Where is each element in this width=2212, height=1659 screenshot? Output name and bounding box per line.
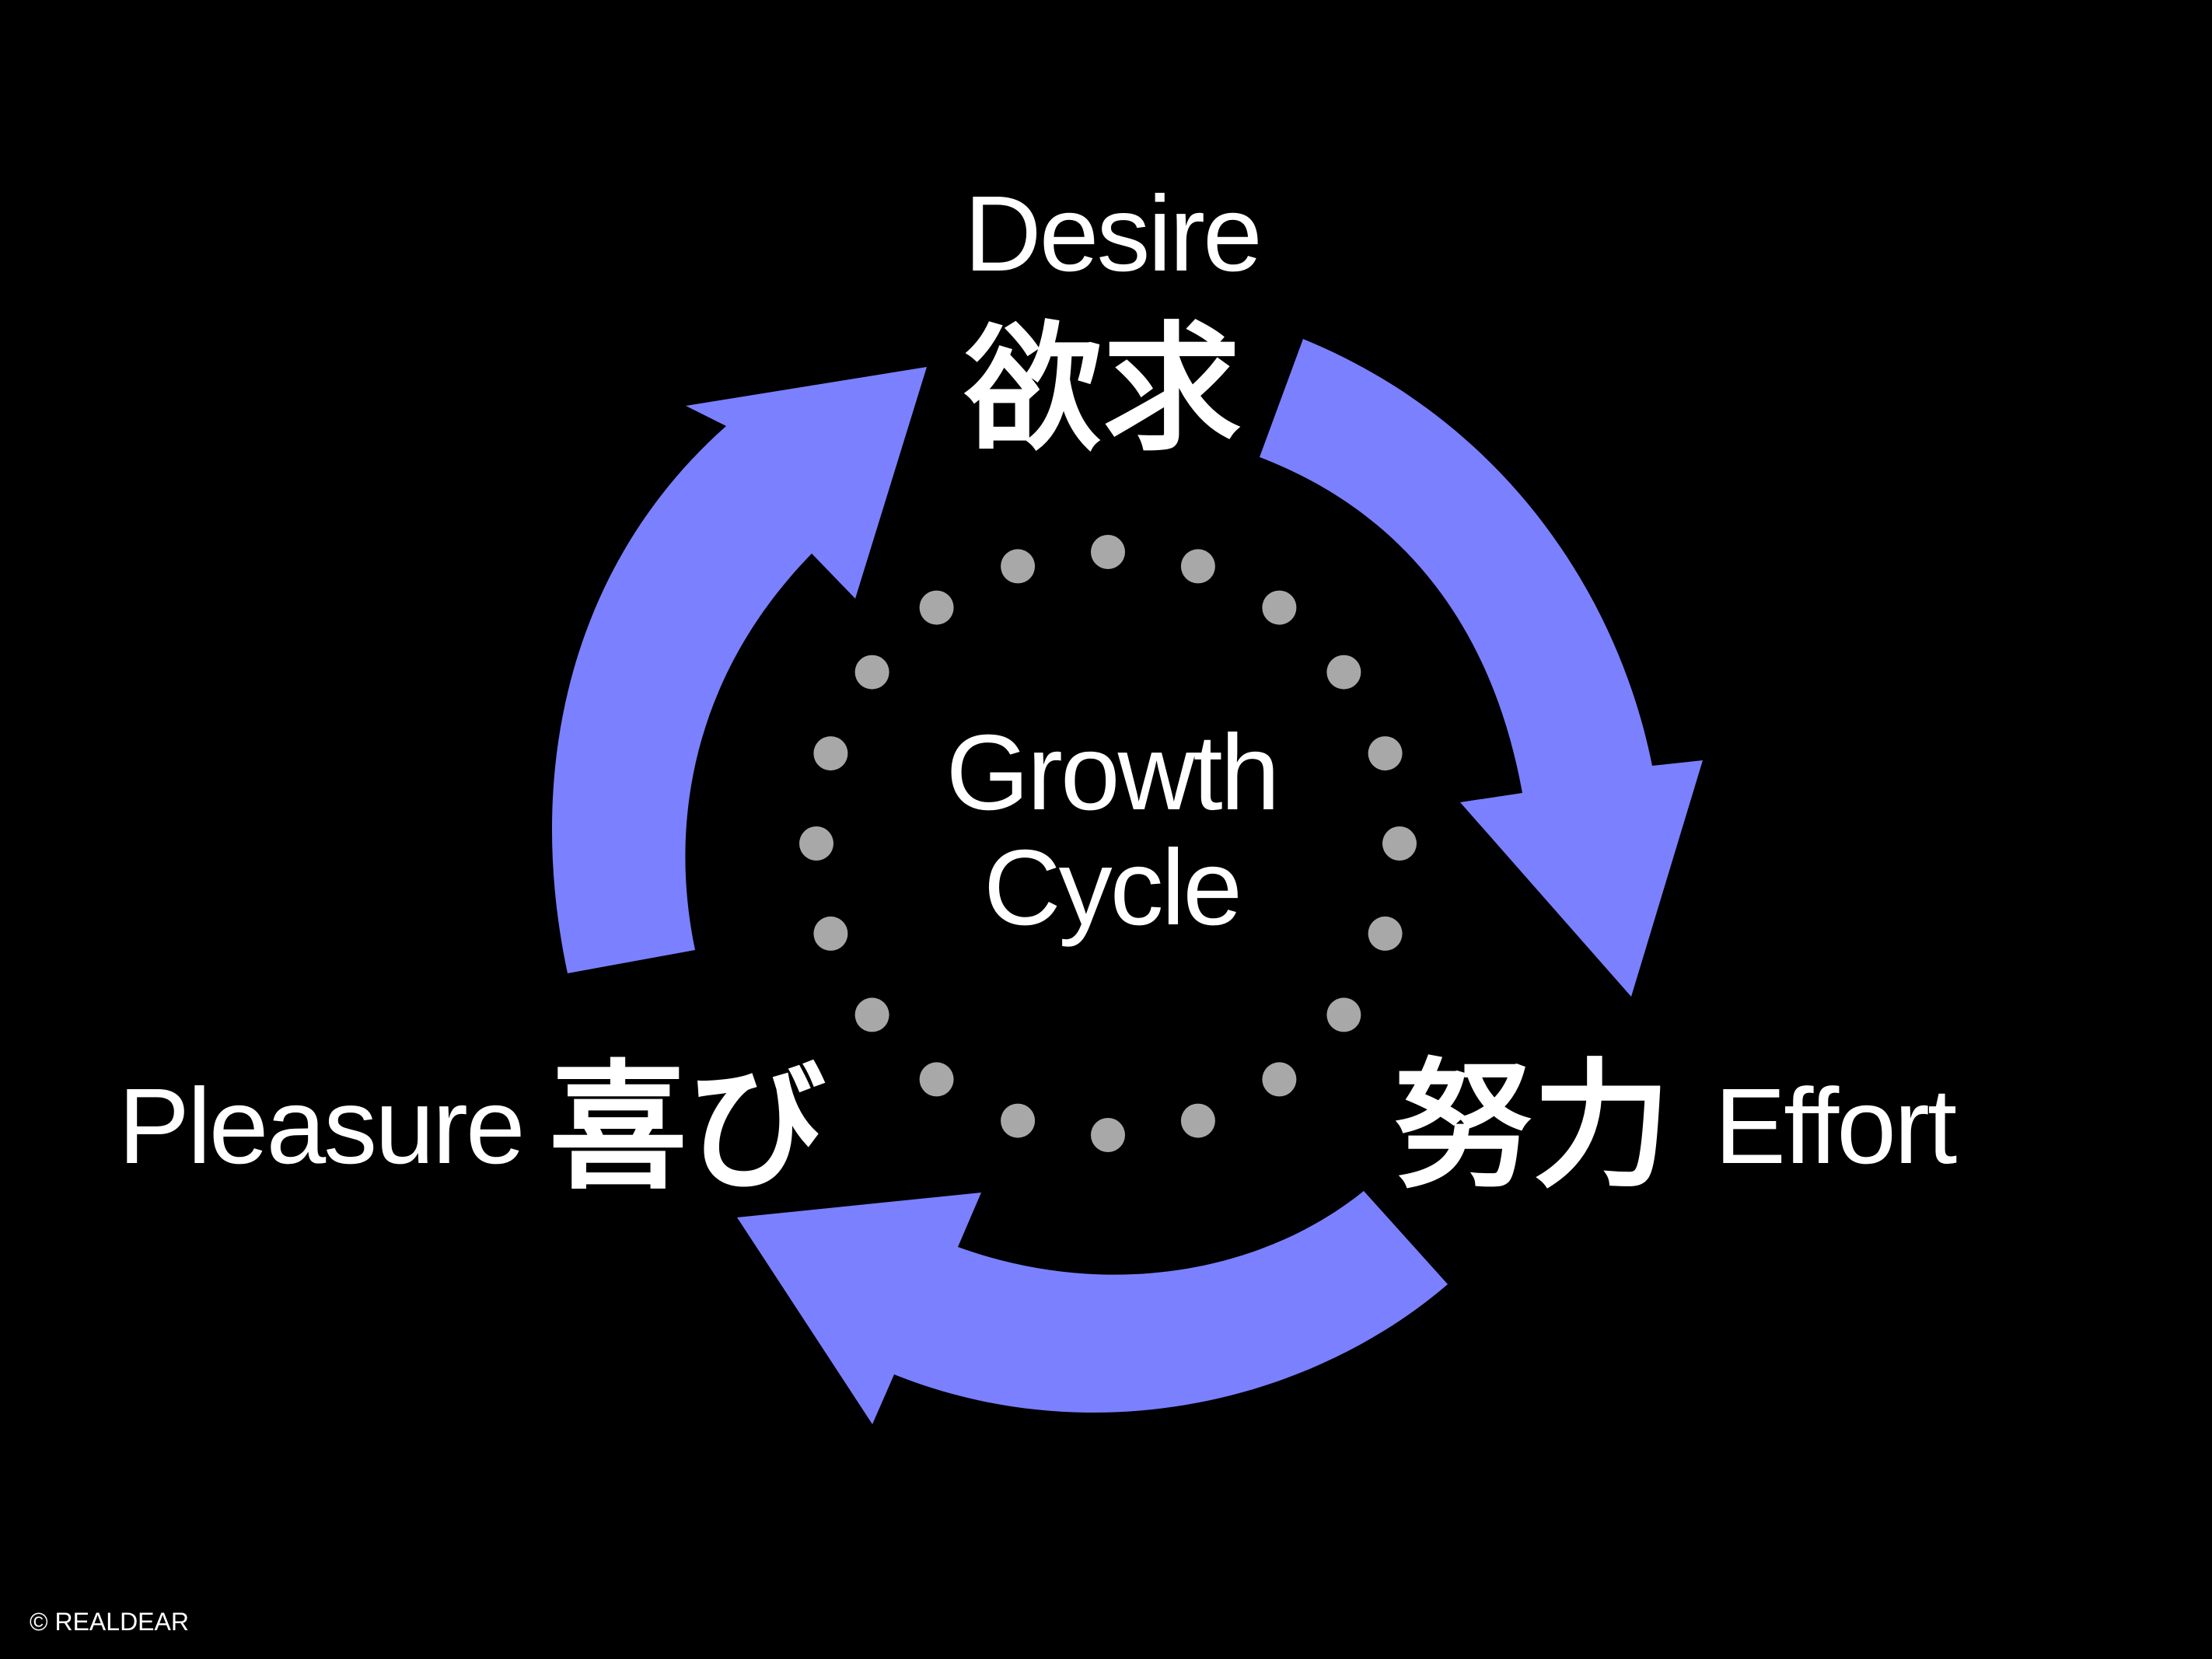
effort-label-en: Effort [1714, 1067, 1957, 1186]
ring-dot [1326, 655, 1361, 690]
desire-label-jp: 欲求 [964, 309, 1241, 470]
ring-dot [919, 1062, 954, 1097]
dotted-ring [799, 535, 1417, 1152]
arrow-desire-to-effort [1260, 339, 1703, 997]
arrow-pleasure-to-desire [551, 367, 927, 973]
ring-dot [813, 916, 848, 951]
ring-dot [1180, 1103, 1215, 1138]
center-title-line-1: Growth [945, 713, 1281, 833]
ring-dot [1382, 826, 1417, 861]
ring-dot [1326, 997, 1361, 1032]
arrow-effort-to-pleasure [737, 1191, 1448, 1424]
ring-dot [1091, 535, 1125, 569]
desire-label-en: Desire [964, 174, 1263, 294]
center-title-line-2: Cycle [983, 828, 1242, 948]
ring-dot [854, 655, 889, 690]
center-title: Growth Cycle [879, 715, 1345, 945]
ring-dot [1001, 1103, 1036, 1138]
ring-dot [799, 826, 833, 861]
ring-dot [919, 590, 954, 625]
ring-dot [1262, 590, 1297, 625]
ring-dot [1091, 1118, 1125, 1152]
ring-dot [1262, 1062, 1297, 1097]
ring-dot [1001, 549, 1036, 584]
pleasure-label-jp: 喜び [549, 1047, 826, 1208]
ring-dot [854, 997, 889, 1032]
effort-label-jp: 努力 [1394, 1046, 1671, 1207]
ring-dot [1180, 549, 1215, 584]
ring-dot [813, 736, 848, 771]
ring-dot [1368, 916, 1403, 951]
ring-dot [1368, 736, 1403, 771]
pleasure-label-en: Pleasure [118, 1067, 526, 1186]
copyright-notice: © REALDEAR [30, 1608, 189, 1636]
